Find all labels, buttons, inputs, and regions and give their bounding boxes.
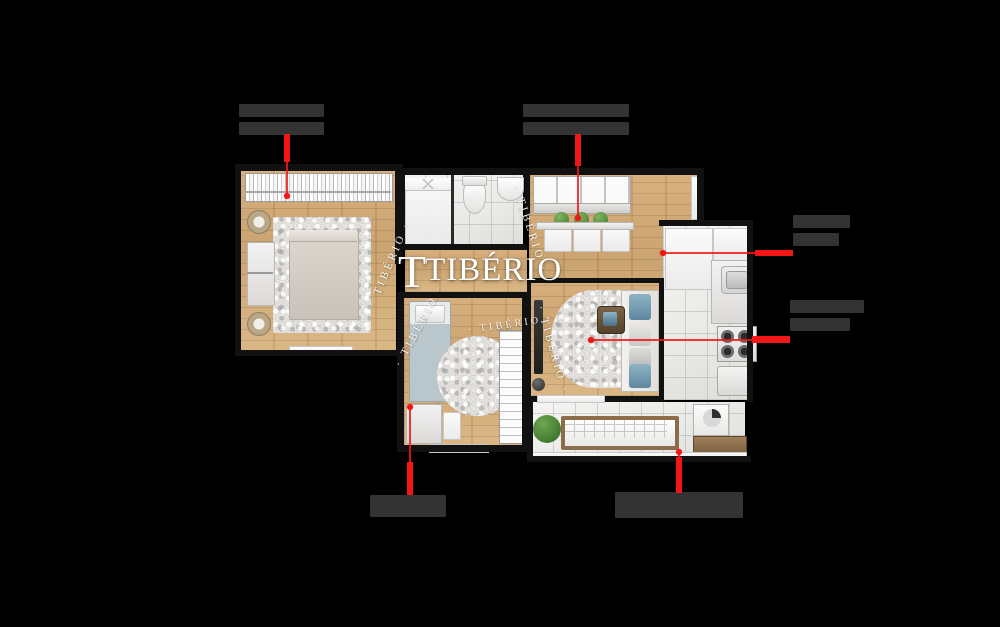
master-nightstand-right	[247, 312, 271, 336]
callout-top-left-label-line-1	[239, 104, 324, 117]
callout-right-lower-label-line-1	[790, 300, 864, 313]
wall-service-top	[659, 220, 753, 226]
callout-bottom-left-label	[370, 495, 446, 517]
callout-top-left-label-line-2	[239, 122, 324, 135]
wall-service-right	[747, 220, 753, 402]
service-fridge	[665, 228, 713, 290]
wall-kitchen-left	[525, 168, 530, 216]
tiberio-watermark-logo: T TIBÉRIO	[398, 246, 563, 297]
callout-right-lower-target-dot	[588, 337, 594, 343]
wall-master-top	[235, 164, 403, 171]
second-bedroom-wardrobe	[499, 330, 526, 444]
kitchen-upper-cabinets	[533, 176, 631, 205]
callout-right-lower-leader-thin	[592, 339, 754, 341]
living-room-side-plant	[532, 378, 545, 391]
callout-top-left-target-dot	[284, 193, 290, 199]
bathroom-shower-cross	[407, 179, 449, 189]
bathroom-washbasin	[497, 177, 524, 201]
living-room-cushion-2	[629, 324, 651, 346]
burner-1	[721, 330, 734, 343]
wall-balcony-left	[527, 402, 533, 460]
wall-balcony-bottom	[527, 456, 751, 462]
wall-master-left	[235, 164, 241, 356]
master-bench	[247, 242, 275, 306]
callout-top-center-label-line-2	[523, 122, 629, 135]
wall-living-top	[527, 278, 665, 283]
apartment-floor-plan	[231, 160, 757, 482]
master-wardrobe	[245, 173, 393, 202]
wall-kitchen-right	[697, 168, 704, 222]
master-nightstand-left	[247, 210, 271, 234]
wall-bathroom-top	[399, 168, 527, 175]
wall-kitchen-top	[525, 168, 703, 175]
second-bedroom-desk	[406, 404, 442, 444]
callout-top-left-leader	[284, 134, 290, 162]
wall-bathroom-left	[399, 168, 405, 250]
callout-right-upper-label-line-1	[793, 215, 850, 228]
living-room-tv-panel	[534, 300, 543, 374]
callout-top-left-leader-thin	[286, 160, 288, 198]
callout-right-lower-label-line-2	[790, 318, 850, 331]
balcony-bench-grid	[565, 420, 667, 438]
tiberio-wordmark: TIBÉRIO	[425, 251, 563, 288]
callout-top-center-target-dot	[575, 215, 581, 221]
callout-top-center-label-line-1	[523, 104, 629, 117]
callout-right-upper-target-dot	[660, 250, 666, 256]
master-pillows	[289, 230, 357, 242]
callout-bottom-left-leader	[407, 462, 413, 495]
second-bedroom-chair	[443, 412, 461, 440]
wall-bathroom-bottom	[399, 244, 527, 250]
callout-bottom-left-leader-thin	[409, 408, 411, 464]
callout-right-upper-leader-thin	[664, 252, 758, 254]
callout-right-upper-label-line-2	[793, 233, 839, 246]
living-room-cushion-1	[629, 294, 651, 320]
master-bench-split	[247, 272, 273, 274]
wall-second-bedroom-top	[397, 292, 527, 298]
master-wardrobe-divider	[245, 191, 391, 193]
wall-second-bedroom-right	[522, 292, 528, 452]
callout-top-center-leader-thin	[577, 164, 579, 220]
wall-living-left	[527, 282, 531, 400]
callout-bottom-right-target-dot	[676, 449, 682, 455]
tiberio-monogram: T	[398, 246, 428, 297]
living-room-cushion-4	[629, 364, 651, 388]
second-bed-pillow	[415, 305, 445, 323]
living-balcony-sliding-door	[537, 395, 605, 403]
wall-bathroom-shower-partition	[451, 175, 454, 244]
hall-corridor	[405, 250, 527, 292]
callout-right-upper-leader	[755, 250, 793, 256]
callout-bottom-right-leader-thin	[678, 454, 680, 482]
balcony-washing-machine-drum	[703, 409, 721, 427]
callout-right-lower-leader	[752, 336, 790, 343]
balcony-plant	[533, 415, 561, 443]
service-sink-basin	[726, 271, 748, 289]
callout-bottom-left-target-dot	[407, 404, 413, 410]
callout-top-center-leader	[575, 134, 581, 166]
bathroom-toilet-tank	[462, 176, 487, 186]
kitchen-bar-counter	[536, 222, 634, 230]
burner-3	[721, 345, 734, 358]
wall-second-bedroom-bottom	[397, 445, 527, 452]
living-room-table-top	[603, 312, 617, 326]
master-mattress	[289, 230, 359, 320]
wall-master-bottom	[235, 350, 403, 356]
callout-bottom-right-label	[615, 492, 743, 518]
wall-second-bedroom-left	[397, 292, 404, 450]
living-room-cushion-3	[629, 348, 651, 368]
